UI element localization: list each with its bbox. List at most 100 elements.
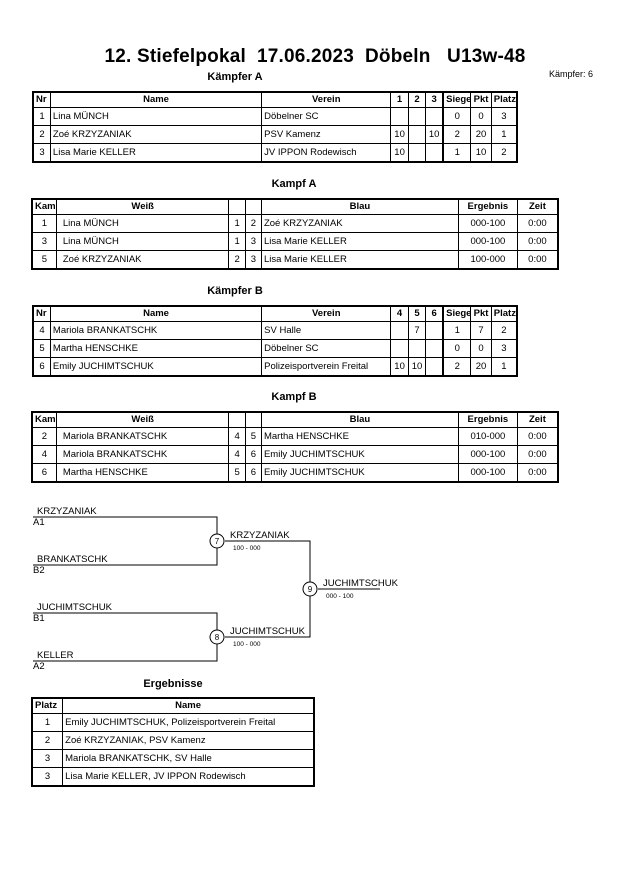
cell-verein: Polizeisportverein Freital bbox=[261, 357, 392, 377]
fight-marker-8 bbox=[209, 629, 225, 645]
results-table: Platz Name 1 Emily JUCHIMTSCHUK, Polizei… bbox=[31, 697, 315, 787]
bracket-pos: B1 bbox=[33, 613, 45, 624]
fights-b-header: Kampf Weiß Blau Ergebnis Zeit bbox=[31, 411, 559, 428]
cell-weiss: Lina MÜNCH bbox=[55, 232, 230, 251]
table-row: 5 Martha HENSCHKE Döbelner SC 0 0 3 bbox=[32, 339, 518, 358]
cell-platz: 1 bbox=[490, 357, 518, 377]
table-row: 1 Lina MÜNCH 1 2 Zoé KRZYZANIAK 000-100 … bbox=[31, 214, 559, 233]
cell-kampf: 3 bbox=[31, 232, 57, 251]
cell-blau: Emily JUCHIMTSCHUK bbox=[260, 445, 459, 464]
cell-zeit: 0:00 bbox=[516, 463, 559, 483]
cell-kampf: 5 bbox=[31, 250, 57, 270]
fighters-b-table: Nr Name Verein 4 5 6 Siege Pkt Platz 4 M… bbox=[32, 305, 518, 377]
cell-nr-blau: 6 bbox=[244, 445, 262, 464]
cell-nr-blau: 3 bbox=[244, 250, 262, 270]
bracket-score: 100 - 000 bbox=[233, 545, 261, 552]
bracket-line-final bbox=[225, 540, 311, 638]
cell-siege: 2 bbox=[442, 357, 472, 377]
table-row: 6 Martha HENSCHKE 5 6 Emily JUCHIMTSCHUK… bbox=[31, 463, 559, 483]
cell-verein: JV IPPON Rodewisch bbox=[261, 143, 392, 163]
page-title: 12. Stiefelpokal 17.06.2023 Döbeln U13w-… bbox=[104, 46, 526, 67]
cell-blau: Emily JUCHIMTSCHUK bbox=[260, 463, 459, 483]
cell-nr-blau: 2 bbox=[244, 214, 262, 233]
col-kampf: Kampf bbox=[31, 411, 57, 428]
table-row: 1 Lina MÜNCH Döbelner SC 0 0 3 bbox=[32, 107, 518, 126]
col-nr: Nr bbox=[32, 305, 51, 322]
cell-name: Martha HENSCHKE bbox=[49, 339, 263, 358]
fight-number: 7 bbox=[215, 537, 220, 546]
bracket-name: JUCHIMTSCHUK bbox=[230, 626, 306, 637]
fight-marker-9 bbox=[302, 581, 318, 597]
fighters-a-table: Nr Name Verein 1 2 3 Siege Pkt Platz 1 L… bbox=[32, 91, 518, 163]
table-row: 3 Lisa Marie KELLER JV IPPON Rodewisch 1… bbox=[32, 143, 518, 163]
table-row: 1 Emily JUCHIMTSCHUK, Polizeisportverein… bbox=[31, 713, 315, 732]
cell-nr: 6 bbox=[32, 357, 51, 377]
cell-nr-blau: 6 bbox=[244, 463, 262, 483]
cell-zeit: 0:00 bbox=[516, 232, 559, 251]
cell-nr-blau: 3 bbox=[244, 232, 262, 251]
cell-ergebnis: 000-100 bbox=[457, 232, 518, 251]
bracket-pos: A1 bbox=[33, 517, 45, 528]
cell-blau: Lisa Marie KELLER bbox=[260, 250, 459, 270]
fights-b-title: Kampf B bbox=[271, 391, 317, 403]
bracket-name: KELLER bbox=[37, 650, 74, 661]
fights-a-header: Kampf Weiß Blau Ergebnis Zeit bbox=[31, 198, 559, 215]
cell-blau: Lisa Marie KELLER bbox=[260, 232, 459, 251]
fighters-a-title: Kämpfer A bbox=[207, 71, 263, 83]
col-kampf: Kampf bbox=[31, 198, 57, 215]
cell-siege: 2 bbox=[442, 125, 472, 144]
cell-platz: 2 bbox=[490, 143, 518, 163]
fighter-count: Kämpfer: 6 bbox=[549, 69, 594, 79]
bracket-name: KRZYZANIAK bbox=[37, 506, 97, 517]
table-row: 3 Lina MÜNCH 1 3 Lisa Marie KELLER 000-1… bbox=[31, 232, 559, 251]
fights-a-table: Kampf Weiß Blau Ergebnis Zeit 1 Lina MÜN… bbox=[31, 198, 559, 270]
fights-a-title: Kampf A bbox=[271, 178, 317, 190]
cell-platz: 1 bbox=[490, 125, 518, 144]
bracket-name: JUCHIMTSCHUK bbox=[37, 602, 113, 613]
fight-number: 9 bbox=[308, 585, 313, 594]
cell-zeit: 0:00 bbox=[516, 445, 559, 464]
table-row: 4 Mariola BRANKATSCHK 4 6 Emily JUCHIMTS… bbox=[31, 445, 559, 464]
results-header: Platz Name bbox=[31, 697, 315, 714]
bracket-score: 000 - 100 bbox=[326, 593, 354, 600]
cell-ergebnis: 100-000 bbox=[457, 250, 518, 270]
cell-zeit: 0:00 bbox=[516, 250, 559, 270]
cell-kampf: 2 bbox=[31, 427, 57, 446]
cell-name: Emily JUCHIMTSCHUK, Polizeisportverein F… bbox=[62, 713, 315, 732]
cell-name: Mariola BRANKATSCHK, SV Halle bbox=[62, 749, 315, 768]
cell-platz: 3 bbox=[31, 767, 64, 787]
table-row: 5 Zoé KRZYZANIAK 2 3 Lisa Marie KELLER 1… bbox=[31, 250, 559, 270]
cell-nr: 3 bbox=[32, 143, 51, 163]
cell-name: Zoé KRZYZANIAK, PSV Kamenz bbox=[62, 731, 315, 750]
bracket-score: 100 - 000 bbox=[233, 641, 261, 648]
cell-platz: 2 bbox=[31, 731, 64, 750]
cell-siege: 1 bbox=[442, 143, 472, 163]
bracket-name: BRANKATSCHK bbox=[37, 554, 108, 565]
table-row: 6 Emily JUCHIMTSCHUK Polizeisportverein … bbox=[32, 357, 518, 377]
bracket-name: JUCHIMTSCHUK bbox=[323, 578, 399, 589]
cell-ergebnis: 000-100 bbox=[457, 463, 518, 483]
fight-number: 8 bbox=[215, 633, 220, 642]
cell-kampf: 6 bbox=[31, 463, 57, 483]
cell-nr: 5 bbox=[32, 339, 51, 358]
cell-nr: 2 bbox=[32, 125, 51, 144]
cell-siege: 0 bbox=[442, 339, 472, 358]
cell-kampf: 4 bbox=[31, 445, 57, 464]
col-platz: Platz bbox=[31, 697, 64, 714]
cell-name: Lisa Marie KELLER, JV IPPON Rodewisch bbox=[62, 767, 315, 787]
table-row: 3 Mariola BRANKATSCHK, SV Halle bbox=[31, 749, 315, 768]
cell-siege: 0 bbox=[442, 107, 472, 126]
cell-platz: 1 bbox=[31, 713, 64, 732]
results-title: Ergebnisse bbox=[143, 678, 203, 690]
bracket-pos: A2 bbox=[33, 661, 45, 672]
cell-ergebnis: 000-100 bbox=[457, 445, 518, 464]
table-row: 2 Zoé KRZYZANIAK, PSV Kamenz bbox=[31, 731, 315, 750]
cell-nr: 1 bbox=[32, 107, 51, 126]
table-row: 2 Zoé KRZYZANIAK PSV Kamenz 10 10 2 20 1 bbox=[32, 125, 518, 144]
cell-platz: 3 bbox=[31, 749, 64, 768]
cell-platz: 3 bbox=[490, 339, 518, 358]
fights-b-table: Kampf Weiß Blau Ergebnis Zeit 2 Mariola … bbox=[31, 411, 559, 483]
fight-marker-7 bbox=[209, 533, 225, 549]
table-row: 2 Mariola BRANKATSCHK 4 5 Martha HENSCHK… bbox=[31, 427, 559, 446]
